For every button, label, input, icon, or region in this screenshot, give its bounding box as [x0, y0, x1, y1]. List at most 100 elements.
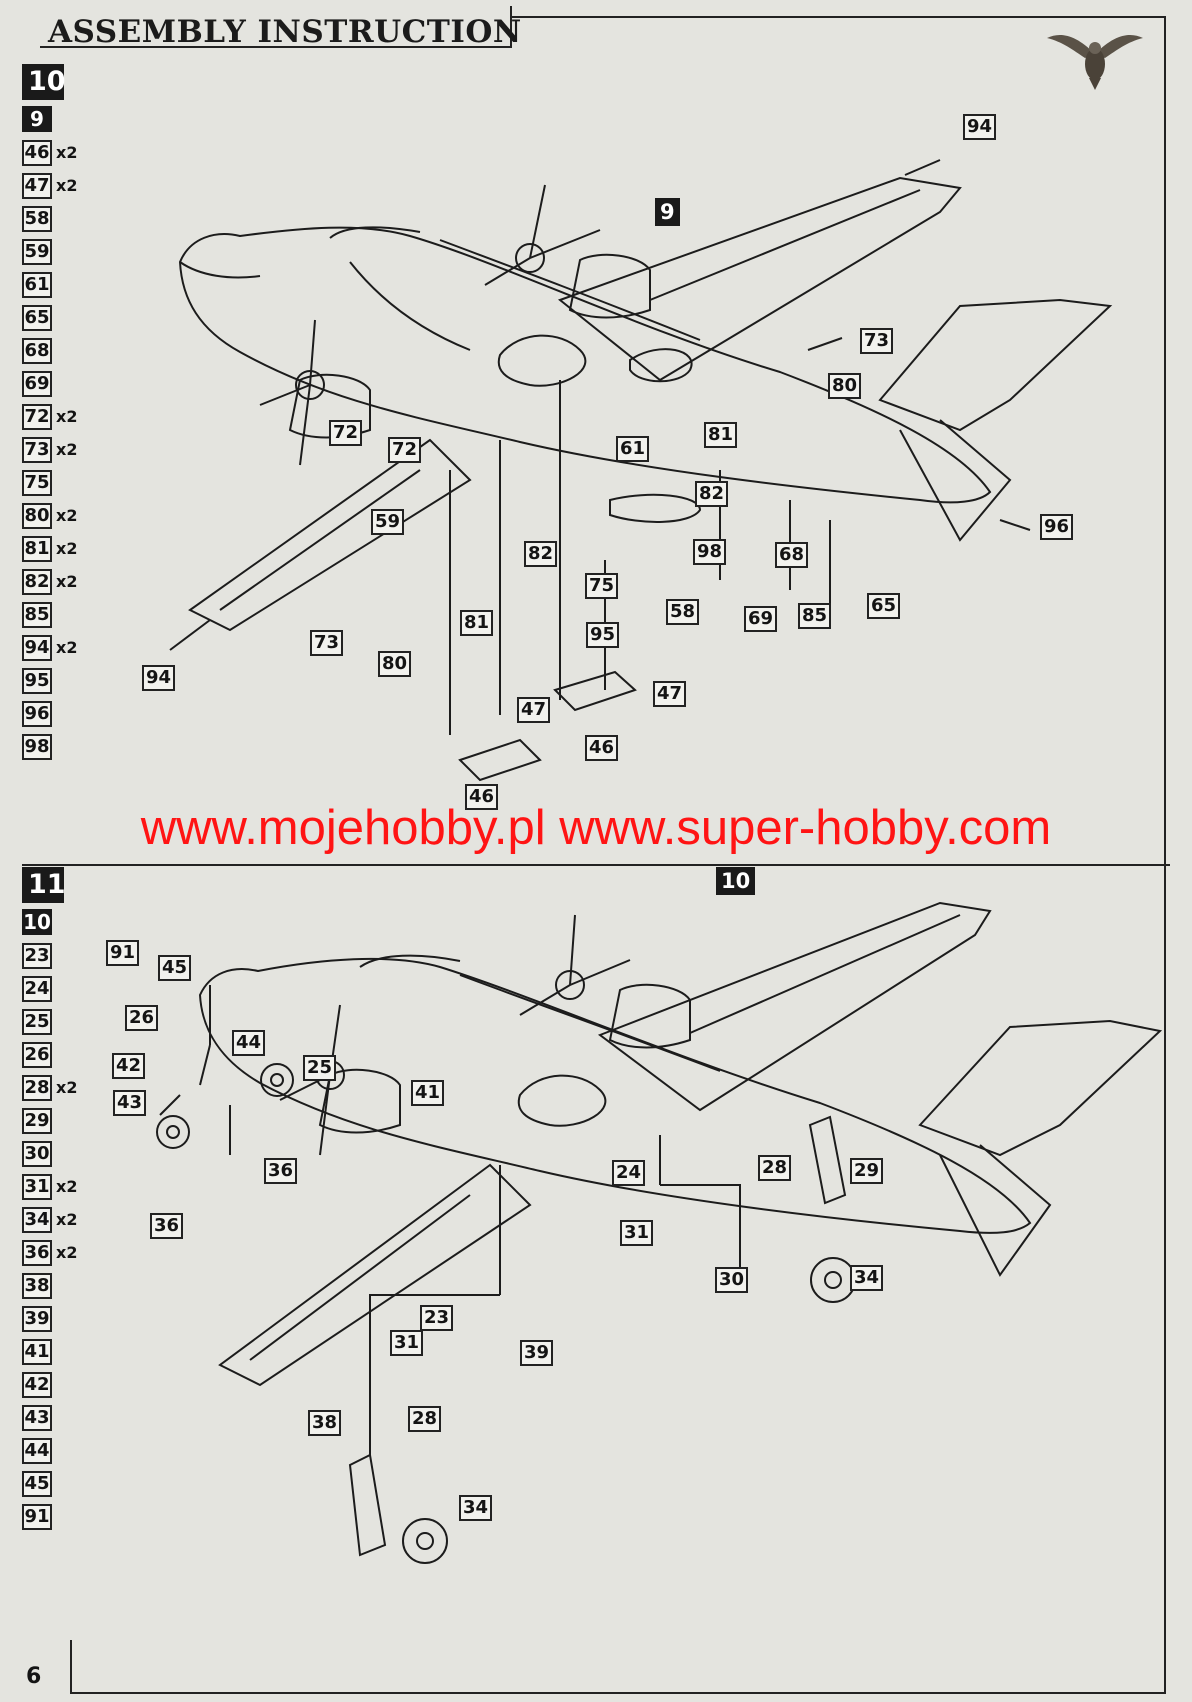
part-list-item: 43	[22, 1401, 77, 1434]
part-number-box: 85	[22, 601, 52, 628]
part-list-item: 38	[22, 1269, 77, 1302]
step-number: 11	[22, 867, 66, 903]
step-divider	[22, 864, 1170, 866]
part-list-item: 69	[22, 367, 77, 400]
part-quantity: x2	[56, 638, 78, 657]
page-title: ASSEMBLY INSTRUCTION	[48, 14, 522, 50]
watermark: www.mojehobby.pl www.super-hobby.com	[140, 801, 1052, 855]
part-callout: 39	[520, 1340, 554, 1366]
part-callout: 44	[232, 1030, 266, 1056]
part-callout: 95	[586, 622, 620, 648]
part-list-item: 42	[22, 1368, 77, 1401]
part-quantity: x2	[56, 176, 78, 195]
part-list-item: 96	[22, 697, 77, 730]
part-number-box: 24	[22, 975, 52, 1002]
part-callout: 73	[310, 630, 344, 656]
previous-step-ref: 10	[22, 909, 52, 935]
frame-right	[1164, 16, 1166, 1694]
part-number-box: 95	[22, 667, 52, 694]
part-callout: 69	[744, 606, 778, 632]
part-list-item: 29	[22, 1104, 77, 1137]
part-callout: 23	[420, 1305, 454, 1331]
part-number-box: 75	[22, 469, 52, 496]
part-number-box: 30	[22, 1140, 52, 1167]
step-number: 10	[22, 64, 66, 100]
part-callout: 34	[459, 1495, 493, 1521]
previous-step-ref: 9	[22, 106, 52, 132]
part-callout: 94	[142, 665, 176, 691]
part-number-box: 58	[22, 205, 52, 232]
part-callout: 41	[411, 1080, 445, 1106]
part-callout: 61	[616, 436, 650, 462]
part-number-box: 45	[22, 1470, 52, 1497]
part-callout: 75	[585, 573, 619, 599]
part-callout: 36	[264, 1158, 298, 1184]
step-10-aircraft-diagram	[169, 159, 1113, 782]
part-number-box: 31	[22, 1173, 52, 1200]
part-list-item: 23	[22, 939, 77, 972]
part-number-box: 42	[22, 1371, 52, 1398]
part-quantity: x2	[56, 506, 78, 525]
part-list-item: 41	[22, 1335, 77, 1368]
part-list-item: 61	[22, 268, 77, 301]
part-number-box: 96	[22, 700, 52, 727]
part-callout: 81	[460, 610, 494, 636]
part-callout: 28	[408, 1406, 442, 1432]
part-callout: 47	[653, 681, 687, 707]
part-callout: 45	[158, 955, 192, 981]
part-list-item: 24	[22, 972, 77, 1005]
part-callout: 36	[150, 1213, 184, 1239]
part-number-box: 81	[22, 535, 52, 562]
part-number-box: 65	[22, 304, 52, 331]
part-list-item: 39	[22, 1302, 77, 1335]
part-quantity: x2	[56, 572, 78, 591]
part-number-box: 61	[22, 271, 52, 298]
part-callout: 46	[585, 735, 619, 761]
part-number-box: 73	[22, 436, 52, 463]
part-list-item: 91	[22, 1500, 77, 1533]
part-number-box: 34	[22, 1206, 52, 1233]
part-callout: 98	[693, 539, 727, 565]
part-number-box: 59	[22, 238, 52, 265]
part-callout: 58	[666, 599, 700, 625]
part-list-item: 95	[22, 664, 77, 697]
part-quantity: x2	[56, 539, 78, 558]
part-callout: 65	[867, 593, 901, 619]
part-number-box: 68	[22, 337, 52, 364]
eagle-logo-icon	[1047, 35, 1143, 90]
part-number-box: 28	[22, 1074, 52, 1101]
part-list-item: 26	[22, 1038, 77, 1071]
part-callout: 94	[963, 114, 997, 140]
part-callout: 72	[388, 437, 422, 463]
part-number-box: 23	[22, 942, 52, 969]
part-list-item: 68	[22, 334, 77, 367]
part-callout: 59	[371, 509, 405, 535]
part-number-box: 94	[22, 634, 52, 661]
part-callout: 26	[125, 1005, 159, 1031]
frame-bottom	[70, 1692, 1166, 1694]
part-number-box: 38	[22, 1272, 52, 1299]
part-number-box: 25	[22, 1008, 52, 1035]
part-number-box: 36	[22, 1239, 52, 1266]
part-list-item: 75	[22, 466, 77, 499]
part-callout: 47	[517, 697, 551, 723]
part-list-item: 98	[22, 730, 77, 763]
part-number-box: 82	[22, 568, 52, 595]
part-number-box: 46	[22, 139, 52, 166]
part-quantity: x2	[56, 407, 78, 426]
diagram-step-label: 10	[716, 867, 756, 895]
part-callout: 46	[465, 784, 499, 810]
part-callout: 24	[612, 1160, 646, 1186]
part-callout: 96	[1040, 514, 1074, 540]
part-callout: 81	[704, 422, 738, 448]
